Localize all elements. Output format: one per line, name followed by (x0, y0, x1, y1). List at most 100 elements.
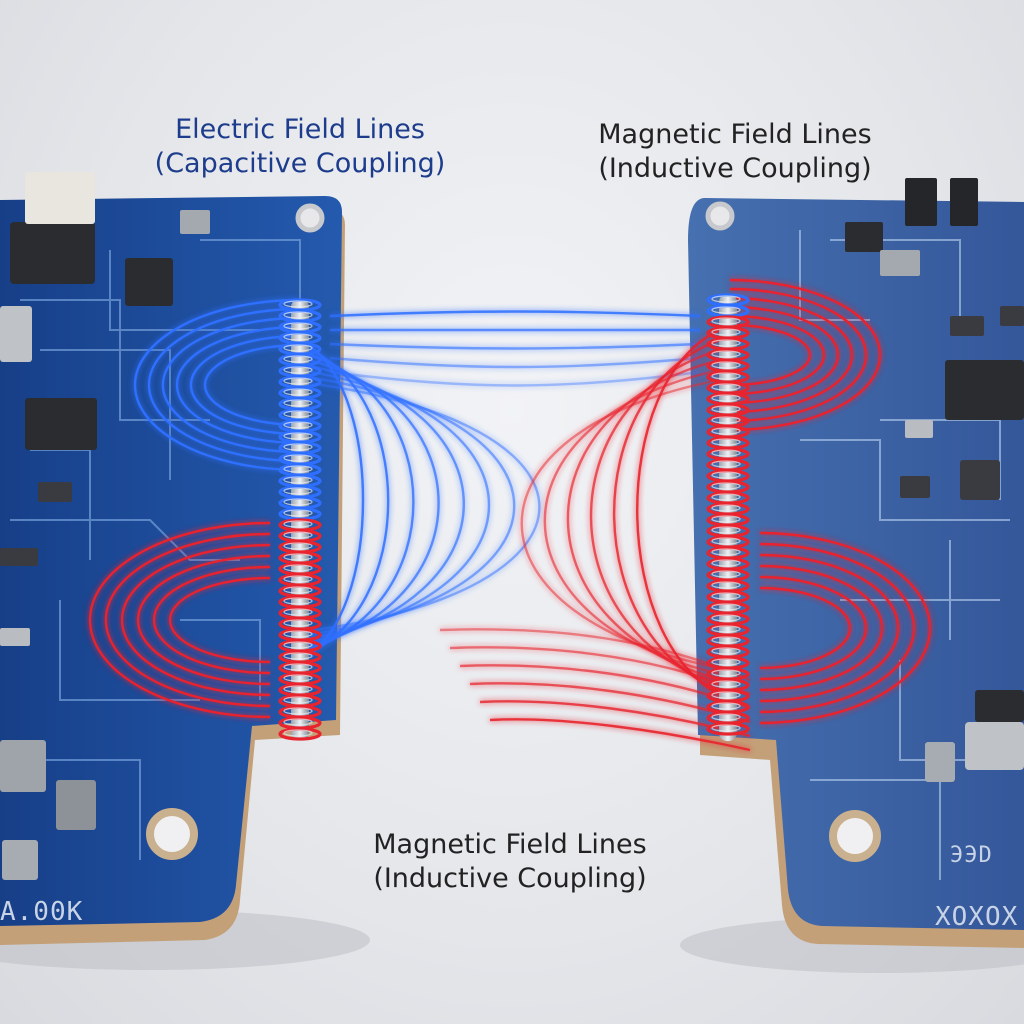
coil-highlight (711, 416, 741, 424)
coil-highlight (711, 581, 741, 589)
coil-highlight (283, 388, 313, 396)
coil-highlight (711, 383, 741, 391)
coil-highlight (711, 658, 741, 666)
coil-highlight (283, 465, 313, 473)
coil-highlight (711, 504, 741, 512)
magnetic-loop-left (104, 532, 271, 708)
magnetic-bridge-line (489, 718, 751, 752)
coil-highlight (283, 707, 313, 715)
electric-field-title: Electric Field Lines (175, 114, 425, 145)
coil-highlight (711, 427, 741, 435)
electric-arc-middle (299, 380, 541, 634)
electric-loop-left (161, 316, 301, 454)
magnetic-loop-right-bottom (759, 553, 900, 703)
magnetic-loop-left (152, 565, 271, 675)
coil-highlight (711, 295, 741, 303)
magnetic-loop-right-bottom (759, 575, 868, 681)
left-mount-hole-bottom (146, 808, 198, 860)
left-coil (278, 298, 322, 741)
electric-field-subtitle: (Capacitive Coupling) (154, 147, 446, 179)
coil-highlight (283, 366, 313, 374)
magnetic-field-title-bottom: Magnetic Field Lines (373, 829, 647, 860)
left-chip-3 (25, 398, 97, 450)
coil-highlight (283, 696, 313, 704)
coil-highlight (711, 614, 741, 622)
coil-highlight (283, 432, 313, 440)
magnetic-loop-right-bottom (759, 531, 932, 725)
coil-highlight (283, 421, 313, 429)
magnetic-field-subtitle-bottom: (Inductive Coupling) (373, 862, 647, 894)
coil-highlight (283, 553, 313, 561)
coil-highlight (283, 487, 313, 495)
coil-winding (278, 727, 322, 741)
electric-bridge-line (329, 310, 701, 318)
coil-highlight (283, 542, 313, 550)
electric-bridge-line (329, 356, 701, 369)
coil-highlight (283, 564, 313, 572)
right-coil (706, 293, 750, 741)
electric-bridge-line (329, 342, 701, 350)
coil-highlight (283, 531, 313, 539)
coil-highlight (283, 685, 313, 693)
coil-highlight (283, 399, 313, 407)
electric-loop-left (133, 298, 301, 472)
magnetic-field-label-bottom: Magnetic Field Lines (Inductive Coupling… (330, 828, 690, 896)
coil-highlight (283, 322, 313, 330)
coil-highlight (283, 344, 313, 352)
left-chip-2 (125, 258, 173, 306)
coil-highlight (711, 339, 741, 347)
coil-highlight (283, 663, 313, 671)
electric-field-lines (133, 298, 701, 662)
magnetic-arc-middle (520, 378, 731, 672)
coil-highlight (711, 713, 741, 721)
coil-highlight (711, 515, 741, 523)
coil-highlight (283, 454, 313, 462)
coil-highlight (711, 394, 741, 402)
magnetic-field-title-right: Magnetic Field Lines (598, 119, 872, 150)
coil-highlight (711, 625, 741, 633)
left-chip-1 (10, 222, 95, 284)
coil-highlight (283, 476, 313, 484)
magnetic-loop-left (88, 521, 271, 719)
right-transistor-1 (905, 178, 937, 226)
magnetic-loop-right-top (729, 323, 812, 387)
coil-winding (706, 722, 750, 736)
left-connector (25, 172, 95, 224)
coil-highlight (283, 597, 313, 605)
coil-highlight (711, 724, 741, 732)
magnetic-loop-right-top (729, 287, 868, 423)
coil-highlight (283, 586, 313, 594)
magnetic-field-label-right: Magnetic Field Lines (Inductive Coupling… (555, 118, 915, 186)
magnetic-loop-right-top (729, 314, 826, 396)
coil-highlight (711, 680, 741, 688)
magnetic-loop-left (120, 543, 271, 697)
coil-highlight (711, 306, 741, 314)
coil-highlight (711, 702, 741, 710)
left-mount-hole-top (295, 203, 325, 233)
coil-highlight (711, 493, 741, 501)
coil-highlight (283, 674, 313, 682)
electric-loop-left (203, 343, 301, 427)
magnetic-loop-left (168, 576, 271, 664)
coil-highlight (711, 350, 741, 358)
coil-highlight (711, 603, 741, 611)
magnetic-loop-right-top (729, 305, 840, 405)
electric-field-label: Electric Field Lines (Capacitive Couplin… (120, 113, 480, 181)
electric-loop-left (147, 307, 301, 463)
magnetic-loop-right-bottom (759, 586, 852, 670)
coil-highlight (283, 619, 313, 627)
right-board-silkscreen-small: ЭЭD (950, 843, 993, 868)
magnetic-loop-left (136, 554, 271, 686)
coil-highlight (711, 449, 741, 457)
coil-highlight (711, 526, 741, 534)
coil-highlight (711, 647, 741, 655)
coil-highlight (283, 718, 313, 726)
coil-highlight (283, 355, 313, 363)
magnetic-loop-right-top (729, 296, 854, 414)
electric-bridge-line (329, 370, 701, 387)
magnetic-loop-right-top (729, 278, 882, 432)
coil-highlight (711, 372, 741, 380)
coil-highlight (283, 498, 313, 506)
magnetic-loop-right-bottom (759, 564, 884, 692)
